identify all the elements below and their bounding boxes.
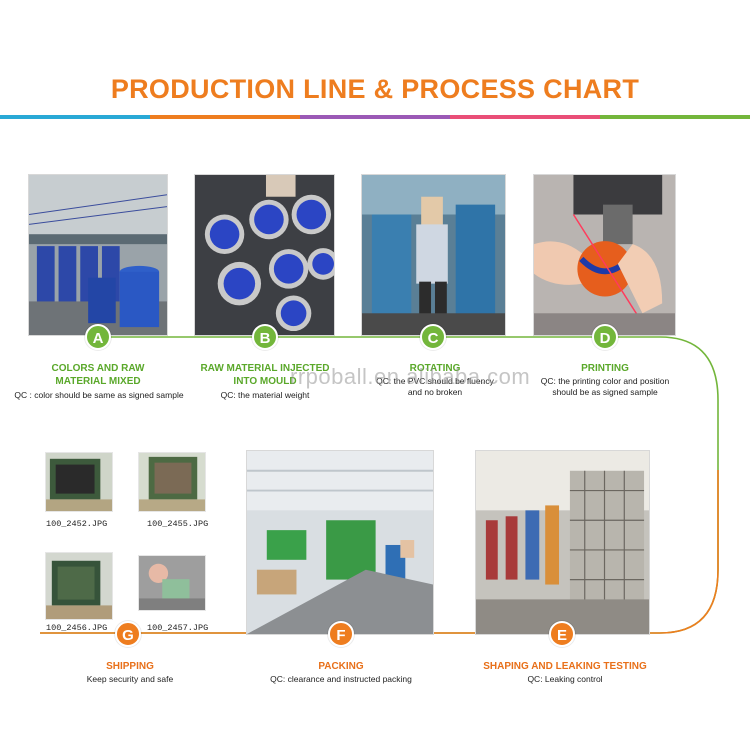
- photo-raw-material-mixing: [28, 174, 168, 336]
- watermark-text: rrpoball.en.alibaba.com: [290, 364, 531, 389]
- step-d-qc: QC: the printing color and position shou…: [540, 376, 670, 397]
- step-badge-g: G: [115, 621, 141, 647]
- thumbnail-container-4: [138, 555, 206, 611]
- step-f-title: PACKING: [318, 661, 364, 672]
- step-b-qc: QC: the material weight: [220, 390, 310, 400]
- step-badge-a: A: [85, 324, 111, 350]
- photo-rotating-machine: [361, 174, 506, 336]
- thumbnail-caption-1: 100_2452.JPG: [46, 519, 108, 529]
- color-divider-bar: [0, 115, 750, 119]
- step-c-title: ROTATING: [409, 363, 461, 374]
- step-g-qc: Keep security and safe: [86, 674, 174, 684]
- thumbnail-container-1: [45, 452, 113, 512]
- thumbnail-caption-2: 100_2455.JPG: [147, 519, 209, 529]
- photo-printing: [533, 174, 676, 336]
- step-a-title: COLORS AND RAW MATERIAL MIXED: [51, 363, 145, 387]
- step-c-qc: QC: the PVC should be fluency and no bro…: [376, 376, 494, 397]
- step-e-qc: QC: Leaking control: [527, 674, 603, 684]
- step-badge-f: F: [328, 621, 354, 647]
- step-g-title: SHIPPING: [106, 661, 154, 672]
- page-title: PRODUCTION LINE & PROCESS CHART: [110, 74, 640, 104]
- step-badge-c: C: [420, 324, 446, 350]
- photo-packing-line: [246, 450, 434, 635]
- step-badge-e: E: [549, 621, 575, 647]
- thumbnail-container-2: [138, 452, 206, 512]
- step-f-qc: QC: clearance and instructed packing: [270, 674, 412, 684]
- thumbnail-container-3: [45, 552, 113, 620]
- step-b-title: RAW MATERIAL INJECTED INTO MOULD: [200, 363, 330, 387]
- step-e-title: SHAPING AND LEAKING TESTING: [483, 661, 647, 672]
- step-badge-b: B: [252, 324, 278, 350]
- thumbnail-caption-4: 100_2457.JPG: [147, 623, 209, 633]
- step-a-qc: QC : color should be same as signed samp…: [14, 390, 184, 400]
- step-badge-d: D: [592, 324, 618, 350]
- photo-shaping-testing: [475, 450, 650, 635]
- thumbnail-caption-3: 100_2456.JPG: [46, 623, 108, 633]
- photo-mould-injection: [194, 174, 335, 336]
- step-d-title: PRINTING: [581, 363, 629, 374]
